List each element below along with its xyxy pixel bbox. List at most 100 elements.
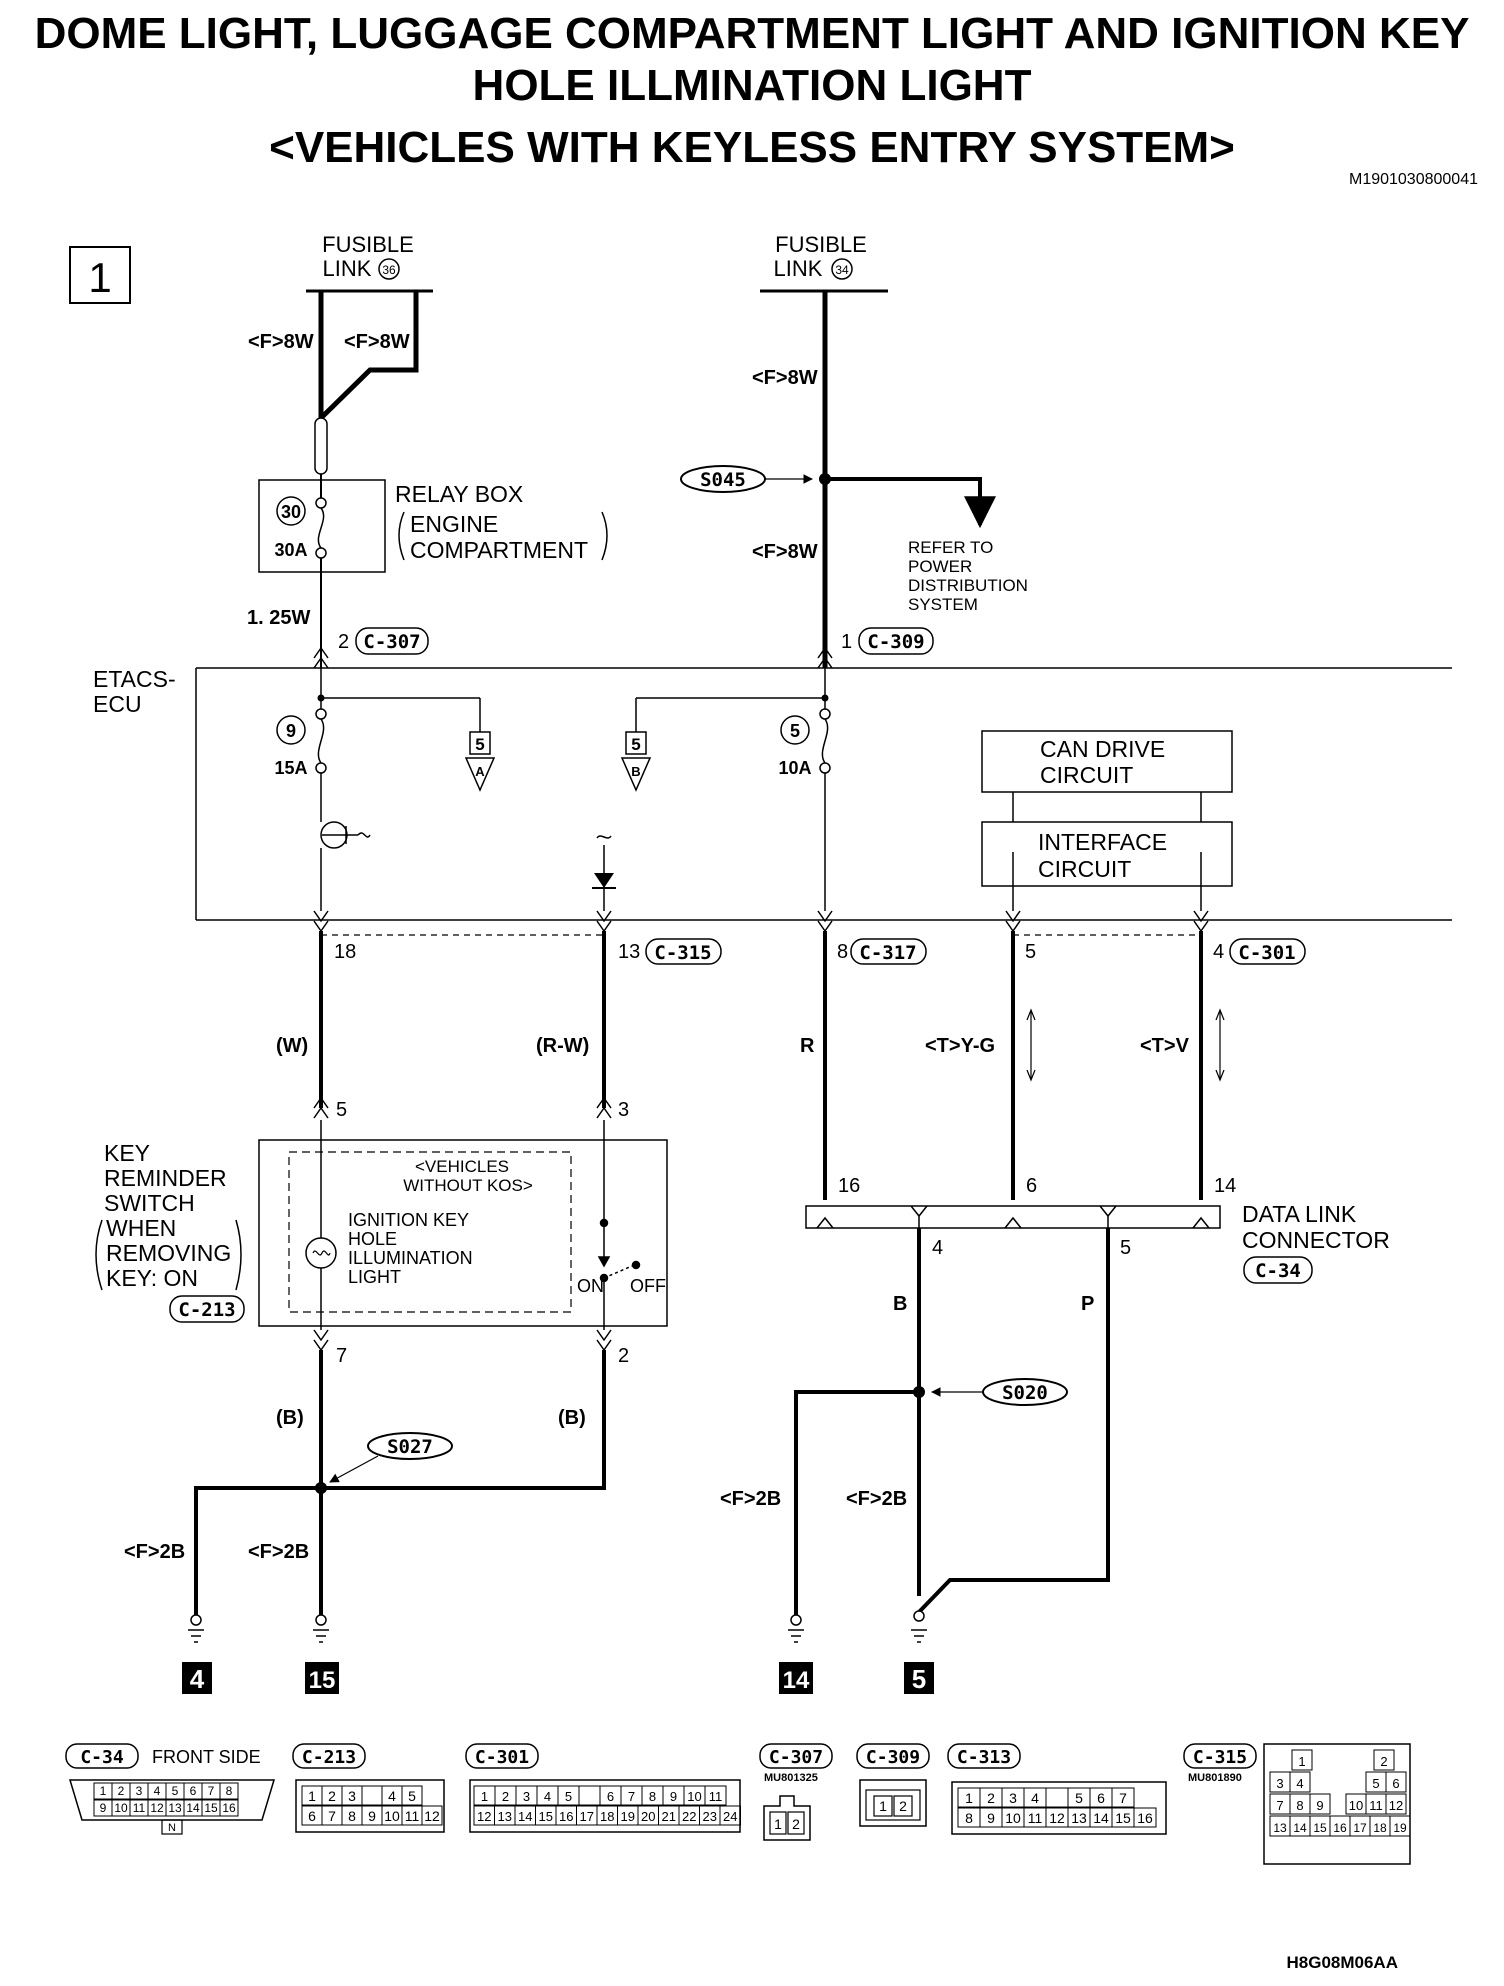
c313-pin: 11 (1028, 1810, 1043, 1826)
wire-f8w-4: <F>8W (752, 541, 818, 563)
conn-c309: C-309 (867, 631, 924, 653)
svg-text:14: 14 (783, 1667, 810, 1694)
ground-wiring-right (794, 1228, 1110, 1616)
c34-pin: 4 (154, 1784, 161, 1798)
splice-s045-label: S045 (700, 469, 746, 491)
c315-pin: 16 (1333, 1821, 1347, 1835)
c34-pin: 9 (100, 1801, 107, 1815)
svg-text:KEY: ON: KEY: ON (106, 1265, 198, 1291)
dlc-terminals (816, 1205, 1210, 1229)
svg-text:FUSIBLE: FUSIBLE (322, 232, 414, 257)
c301-pin: 23 (703, 1809, 717, 1824)
c34-pin: 13 (168, 1801, 182, 1815)
svg-text:C-301: C-301 (475, 1747, 529, 1768)
svg-text:KEY: KEY (104, 1140, 150, 1166)
c313-pin: 5 (1075, 1790, 1083, 1806)
without-kos-2: WITHOUT KOS> (403, 1176, 533, 1195)
c301-pin: 19 (621, 1809, 635, 1824)
c34-pin: 6 (190, 1784, 197, 1798)
svg-text:34: 34 (835, 263, 849, 277)
c301-pin: 7 (628, 1789, 635, 1804)
c34-pin: 7 (208, 1784, 215, 1798)
svg-text:2: 2 (792, 1816, 800, 1832)
c34-pin: 12 (150, 1801, 164, 1815)
c315-pin: 10 (1349, 1798, 1363, 1813)
c213-pin: 2 (328, 1788, 336, 1804)
c301-cell (704, 1785, 727, 1806)
svg-text:MU801325: MU801325 (764, 1772, 818, 1784)
c34-pin: 15 (204, 1801, 218, 1815)
ecu-internal-wiring (315, 668, 1202, 911)
c313-pin: 15 (1115, 1810, 1131, 1826)
interface-circuit (981, 821, 1233, 887)
wire-tv: <T>V (1140, 1035, 1190, 1057)
dl-pin-5: 5 (1120, 1237, 1131, 1259)
c213-pin: 3 (348, 1788, 356, 1804)
c315-pin: 1 (1298, 1754, 1305, 1769)
wire-tyg: <T>Y-G (925, 1035, 995, 1057)
title-line-1: DOME LIGHT, LUGGAGE COMPARTMENT LIGHT AN… (34, 9, 1470, 58)
data-link-label-2: CONNECTOR (1242, 1227, 1390, 1253)
c301-pin: 3 (523, 1789, 530, 1804)
pin-13: 13 (618, 941, 640, 963)
fusible-link-34: FUSIBLE LINK 34 (760, 232, 888, 293)
pin-c307-2: 2 (338, 631, 349, 653)
svg-text:B: B (631, 764, 640, 779)
svg-text:C-315: C-315 (1193, 1747, 1247, 1768)
ks-pin-7: 7 (336, 1345, 347, 1367)
svg-text:ILLUMINATION: ILLUMINATION (348, 1248, 473, 1268)
wire-f8w-3: <F>8W (752, 367, 818, 389)
svg-text:5: 5 (912, 1664, 926, 1694)
c213-pin: 5 (408, 1788, 416, 1804)
c315-pin: 2 (1380, 1754, 1387, 1769)
c313-pin: 2 (987, 1790, 995, 1806)
c301-pin: 20 (641, 1809, 655, 1824)
c313-pin: 16 (1137, 1810, 1153, 1826)
doc-id: M1901030800041 (1349, 171, 1478, 188)
ecu-output-wires (319, 931, 1203, 1200)
wire-p: P (1081, 1293, 1094, 1315)
fuse9-num: 9 (286, 721, 296, 741)
c301-pin: 24 (723, 1809, 737, 1824)
c34-cell (219, 1799, 239, 1817)
bidirectional-arrows (1026, 1008, 1225, 1082)
c34-pin: 14 (186, 1801, 200, 1815)
c301-pin: 12 (477, 1809, 491, 1824)
title-line-3: <VEHICLES WITH KEYLESS ENTRY SYSTEM> (269, 123, 1235, 172)
svg-text:FUSIBLE: FUSIBLE (775, 232, 867, 257)
c315-cell (1373, 1749, 1395, 1771)
wire-b: B (893, 1293, 907, 1315)
c315-pin: 12 (1389, 1798, 1403, 1813)
c315-cell (1389, 1815, 1411, 1837)
svg-text:MU801890: MU801890 (1188, 1772, 1242, 1784)
conn-c307: C-307 (363, 631, 420, 653)
c213-pin: 9 (368, 1808, 376, 1824)
svg-text:C-309: C-309 (866, 1747, 920, 1768)
c301-cell (578, 1785, 601, 1806)
svg-text:REMINDER: REMINDER (104, 1165, 227, 1191)
c313-pin: 12 (1049, 1810, 1065, 1826)
ks-pin-2: 2 (618, 1345, 629, 1367)
c313-pin: 6 (1097, 1790, 1105, 1806)
c213-pin: 8 (348, 1808, 356, 1824)
svg-text:HOLE: HOLE (348, 1229, 397, 1249)
c301-cell (719, 1805, 741, 1826)
c313-cell (1111, 1787, 1135, 1808)
switch-off: OFF (630, 1276, 666, 1296)
page-number-box (69, 246, 131, 304)
svg-text:SYSTEM: SYSTEM (908, 595, 978, 614)
c213-pin: 1 (308, 1788, 316, 1804)
c301-pin: 2 (502, 1789, 509, 1804)
c315-pin: 17 (1353, 1821, 1367, 1835)
wire-f2b-3: <F>2B (720, 1488, 781, 1510)
c213-cell (361, 1785, 383, 1806)
c213-cell (421, 1805, 443, 1826)
c315-cell (1385, 1793, 1407, 1815)
relay-box-label: RELAY BOX (395, 481, 523, 507)
svg-text:WHEN: WHEN (106, 1215, 176, 1241)
etacs-ecu-box (195, 667, 1452, 921)
c315-pin: 4 (1296, 1776, 1303, 1791)
data-link-connector (805, 1205, 1221, 1229)
